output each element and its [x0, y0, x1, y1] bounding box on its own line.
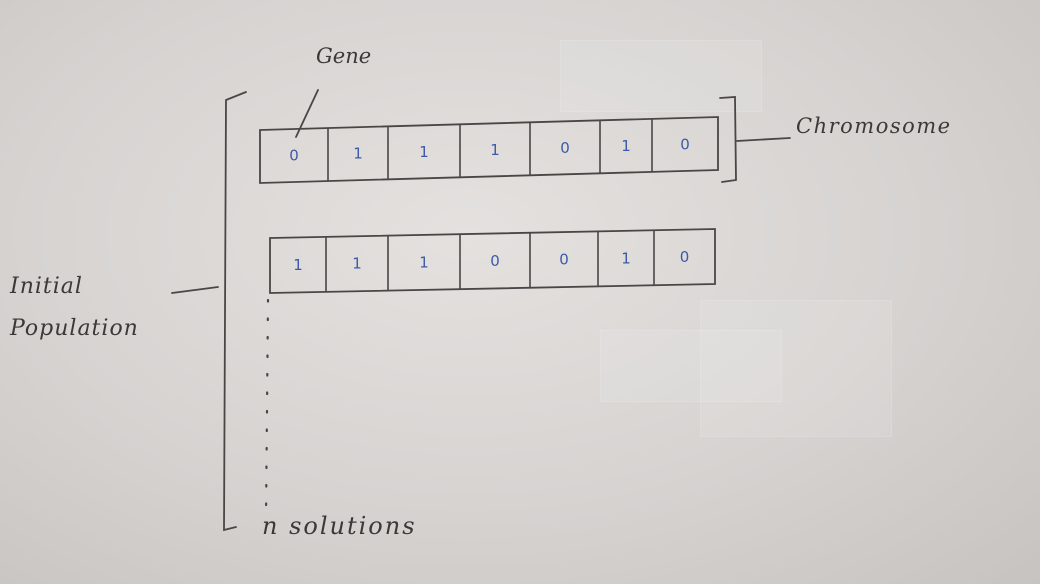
n-solutions-label: n solutions — [262, 512, 417, 540]
gene-label: Gene — [316, 44, 372, 68]
chromosome-bracket — [719, 96, 737, 183]
faint-background-sheet — [700, 300, 892, 437]
population-leader-line — [171, 286, 219, 294]
gene-value: 1 — [419, 143, 429, 161]
gene-leader-line — [295, 89, 319, 138]
gene-value: 0 — [680, 135, 690, 153]
chromosome-row: 0 1 1 1 0 1 0 — [259, 116, 719, 184]
gene-value: 0 — [289, 147, 299, 165]
faint-background-sheet — [560, 40, 762, 112]
gene-value: 0 — [559, 251, 569, 269]
dotted-continuation-line — [264, 298, 270, 520]
chromosome-label: Chromosome — [796, 114, 952, 138]
gene-value: 1 — [419, 253, 429, 271]
gene-value: 1 — [621, 137, 631, 155]
gene-value: 0 — [560, 139, 570, 157]
gene-value: 0 — [680, 248, 690, 266]
chromosome-outline — [259, 116, 719, 184]
gene-value: 1 — [293, 256, 303, 274]
faint-background-sheet — [600, 330, 782, 402]
initial-population-label-line2: Population — [10, 316, 139, 341]
chromosome-leader-line — [736, 137, 791, 142]
gene-value: 1 — [621, 249, 631, 267]
gene-value: 0 — [490, 252, 500, 270]
gene-value: 1 — [353, 145, 363, 163]
population-bracket — [223, 91, 247, 532]
gene-value: 1 — [352, 255, 362, 273]
initial-population-label-line1: Initial — [10, 274, 83, 299]
chromosome-row: 1 1 1 0 0 1 0 — [269, 228, 716, 294]
chromosome-outline — [269, 228, 716, 294]
gene-value: 1 — [490, 141, 500, 159]
